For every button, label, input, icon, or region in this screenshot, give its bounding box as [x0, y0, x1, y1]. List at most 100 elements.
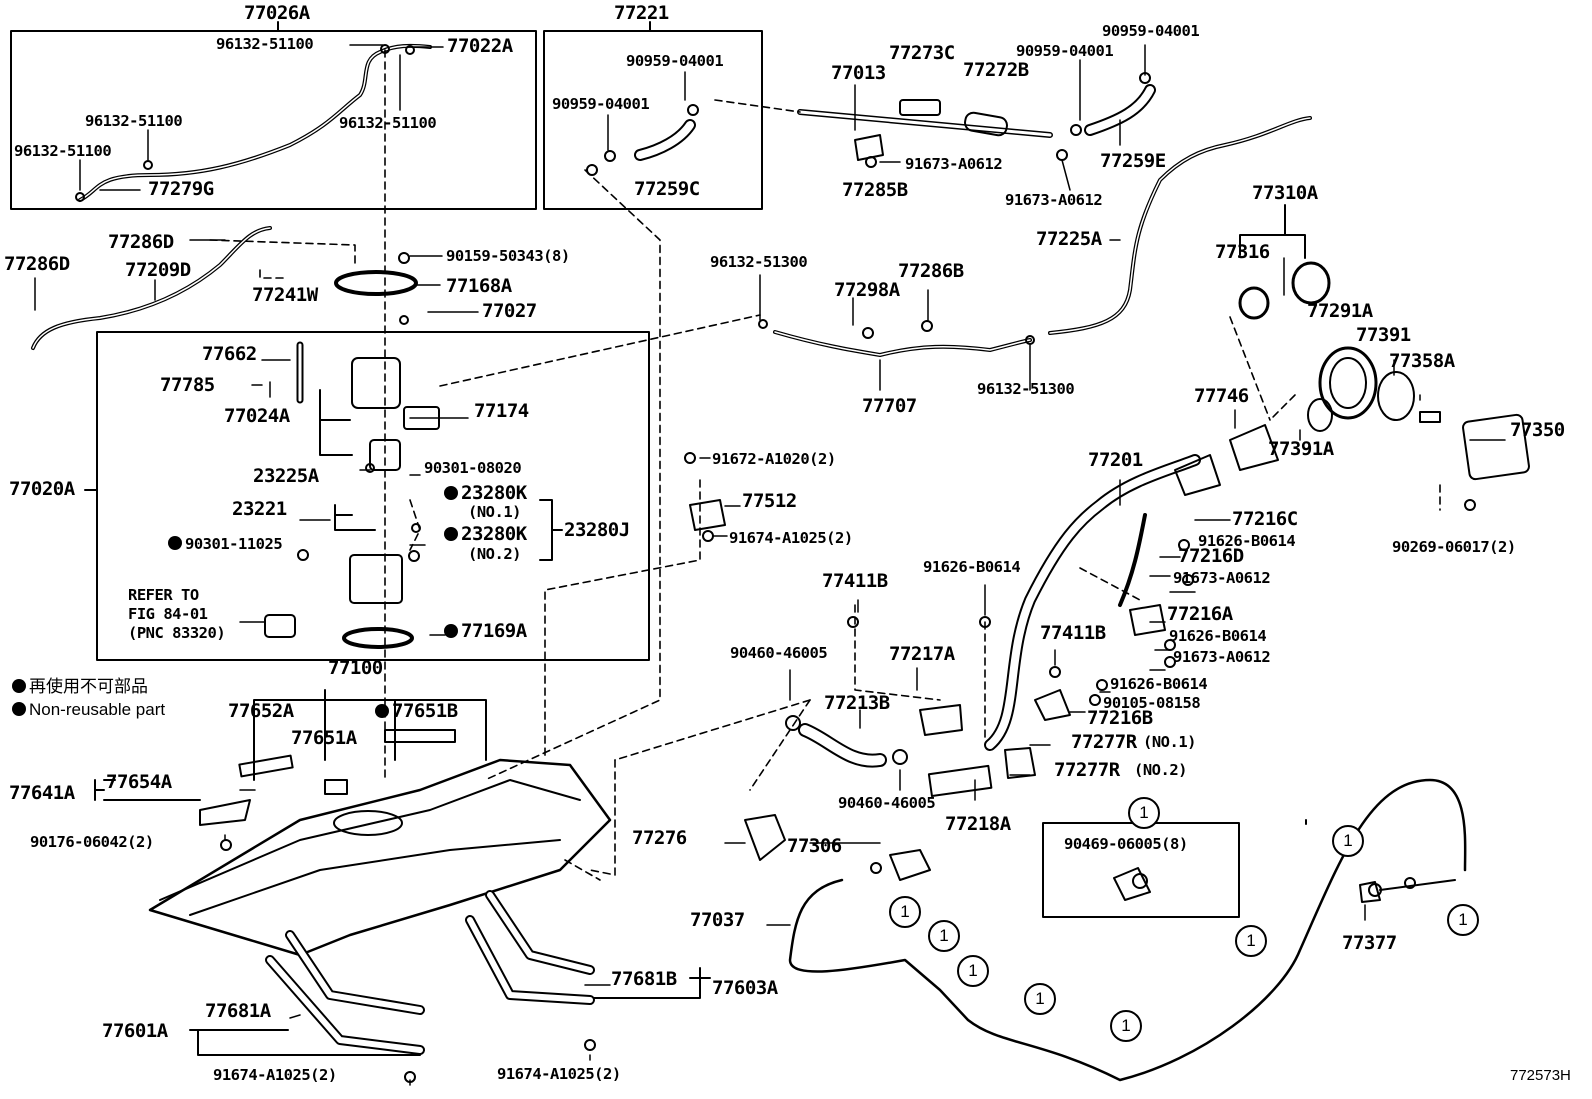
label-23225A: 23225A [253, 465, 319, 487]
label-refer-line3: (PNC 83320) [128, 624, 226, 642]
label-77662: 77662 [202, 343, 257, 365]
label-refer-line2: FIG 84-01 [128, 605, 208, 623]
label-91672-A1020: 91672-A1020(2) [712, 450, 836, 468]
label-77285B: 77285B [842, 179, 908, 201]
non-reusable-marker [375, 704, 389, 718]
label-77037: 77037 [690, 909, 745, 931]
label-no1: (NO.1) [1143, 733, 1197, 751]
label-77298A: 77298A [834, 279, 900, 301]
label-91626-B0614: 91626-B0614 [1110, 675, 1208, 693]
label-77241W: 77241W [252, 284, 318, 306]
label-77201: 77201 [1088, 449, 1143, 471]
label-77027: 77027 [482, 300, 537, 322]
label-91673-A0612: 91673-A0612 [1173, 569, 1271, 587]
label-96132-51100: 96132-51100 [216, 35, 314, 53]
label-90301-08020: 90301-08020 [424, 459, 522, 477]
ref-circle-1: 1 [1447, 904, 1479, 936]
label-77681A: 77681A [205, 1000, 271, 1022]
label-96132-51100: 96132-51100 [85, 112, 183, 130]
label-refer-line1: REFER TO [128, 586, 199, 604]
label-77213B: 77213B [824, 692, 890, 714]
label-77641A: 77641A [9, 782, 75, 804]
label-77391A: 77391A [1268, 438, 1334, 460]
label-77169A: 77169A [444, 622, 527, 641]
label-77654A: 77654A [106, 771, 172, 793]
label-77377: 77377 [1342, 932, 1397, 954]
label-77603A: 77603A [712, 977, 778, 999]
label-77216C: 77216C [1232, 508, 1298, 530]
label-77026A: 77026A [244, 2, 310, 24]
label-23221: 23221 [232, 498, 287, 520]
non-reusable-marker [168, 536, 182, 550]
group-box-77020A [96, 331, 650, 661]
ref-circle-1: 1 [889, 896, 921, 928]
label-77277R-no2: 77277R [1054, 759, 1120, 781]
non-reusable-marker [444, 527, 458, 541]
label-23280J: 23280J [564, 519, 630, 541]
label-77707: 77707 [862, 395, 917, 417]
label-77512: 77512 [742, 490, 797, 512]
label-91674-A1025: 91674-A1025(2) [497, 1065, 621, 1083]
label-96132-51300: 96132-51300 [710, 253, 808, 271]
ref-circle-1: 1 [957, 955, 989, 987]
label-77221: 77221 [614, 2, 669, 24]
label-90301-11025: 90301-11025 [168, 536, 283, 553]
label-96132-51100: 96132-51100 [14, 142, 112, 160]
label-90176-06042: 90176-06042(2) [30, 833, 154, 851]
label-77358A: 77358A [1389, 350, 1455, 372]
label-77681B: 77681B [611, 968, 677, 990]
label-90959-04001: 90959-04001 [1016, 42, 1114, 60]
label-23280K-no2: 23280K [444, 525, 527, 544]
label-77651B: 77651B [375, 702, 458, 721]
legend-en: Non-reusable part [12, 701, 165, 718]
non-reusable-marker [12, 702, 26, 716]
label-77746: 77746 [1194, 385, 1249, 407]
label-77259E: 77259E [1100, 150, 1166, 172]
label-77225A: 77225A [1036, 228, 1102, 250]
label-77291A: 77291A [1307, 300, 1373, 322]
label-90269-06017: 90269-06017(2) [1392, 538, 1516, 556]
label-77411B: 77411B [1040, 622, 1106, 644]
label-77259C: 77259C [634, 178, 700, 200]
label-77216A: 77216A [1167, 603, 1233, 625]
label-77651A: 77651A [291, 727, 357, 749]
label-77168A: 77168A [446, 275, 512, 297]
label-91673-A0612: 91673-A0612 [1173, 648, 1271, 666]
non-reusable-marker [444, 624, 458, 638]
label-77286B: 77286B [898, 260, 964, 282]
label-77391: 77391 [1356, 324, 1411, 346]
label-91674-A1025: 91674-A1025(2) [729, 529, 853, 547]
label-77276: 77276 [632, 827, 687, 849]
label-77785: 77785 [160, 374, 215, 396]
label-77279G: 77279G [148, 178, 214, 200]
label-77286D: 77286D [108, 231, 174, 253]
ref-circle-1: 1 [1128, 797, 1160, 829]
label-90959-04001: 90959-04001 [1102, 22, 1200, 40]
label-90959-04001: 90959-04001 [552, 95, 650, 113]
ref-circle-1: 1 [928, 920, 960, 952]
label-90460-46005: 90460-46005 [838, 794, 936, 812]
ref-circle-1: 1 [1235, 925, 1267, 957]
group-box-77221 [543, 30, 763, 210]
label-77024A: 77024A [224, 405, 290, 427]
label-77316: 77316 [1215, 241, 1270, 263]
label-91626-B0614: 91626-B0614 [923, 558, 1021, 576]
label-no2: (NO.2) [1134, 761, 1188, 779]
label-77411B: 77411B [822, 570, 888, 592]
label-no2: (NO.2) [468, 545, 522, 563]
label-77218A: 77218A [945, 813, 1011, 835]
diagram-code: 772573H [1510, 1067, 1571, 1084]
label-77286D: 77286D [4, 253, 70, 275]
label-77217A: 77217A [889, 643, 955, 665]
label-77013: 77013 [831, 62, 886, 84]
label-77652A: 77652A [228, 700, 294, 722]
ref-circle-1: 1 [1024, 983, 1056, 1015]
label-90469-06005: 90469-06005(8) [1064, 835, 1188, 853]
label-77273C: 77273C [889, 42, 955, 64]
label-91626-B0614: 91626-B0614 [1169, 627, 1267, 645]
label-96132-51300: 96132-51300 [977, 380, 1075, 398]
label-77277R-no1: 77277R [1071, 731, 1137, 753]
label-23280K-no1: 23280K [444, 484, 527, 503]
label-77216D: 77216D [1178, 545, 1244, 567]
